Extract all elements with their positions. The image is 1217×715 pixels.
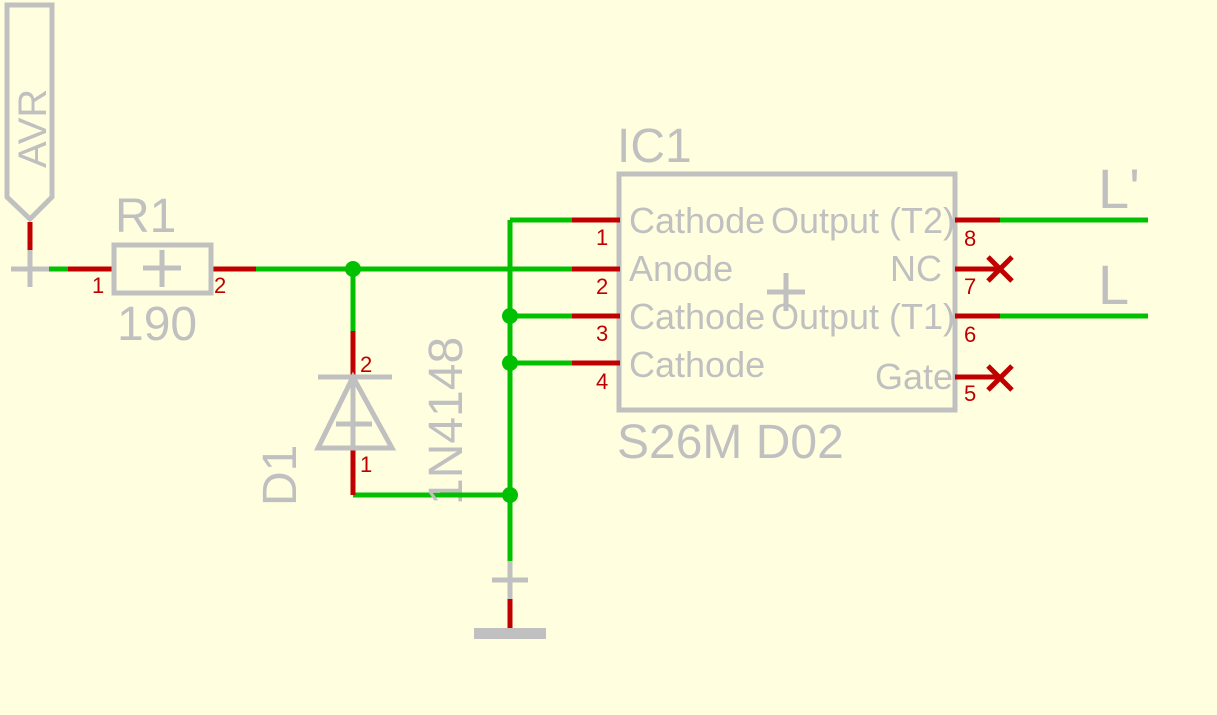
junctions xyxy=(345,261,518,503)
pin-number: 1 xyxy=(360,452,372,477)
ic-value: S26M D02 xyxy=(617,416,844,469)
resistor-value: 190 xyxy=(117,298,197,351)
net-label-l-prime: L' xyxy=(1098,157,1140,220)
pin-name: Output (T1) xyxy=(771,296,955,337)
ic-name: IC1 xyxy=(617,120,692,173)
junction-dot xyxy=(502,355,518,371)
pin-number: 1 xyxy=(92,273,104,298)
diode-name: D1 xyxy=(254,445,307,506)
pin-number: 2 xyxy=(596,274,608,299)
pin-number: 3 xyxy=(596,321,608,346)
diode-value: 1N4148 xyxy=(420,337,473,505)
pin-number: 7 xyxy=(964,274,976,299)
pin-number: 2 xyxy=(214,273,226,298)
junction-dot xyxy=(345,261,361,277)
pin-name: Anode xyxy=(629,248,733,289)
pin-name: Cathode xyxy=(629,344,765,385)
pin-name: Cathode xyxy=(629,200,765,241)
net-label-l: L xyxy=(1098,253,1129,316)
pin-number: 6 xyxy=(964,322,976,347)
pin-number: 4 xyxy=(596,369,608,394)
pin-number: 2 xyxy=(360,352,372,377)
pin-number: 8 xyxy=(964,226,976,251)
resistor-r1[interactable]: R1 190 1 2 xyxy=(68,190,256,351)
pin-number: 5 xyxy=(964,381,976,406)
ic-ic1[interactable]: IC1 S26M D02 1 2 3 4 Cathode Anode Catho… xyxy=(572,120,1000,469)
pin-name: NC xyxy=(890,248,942,289)
resistor-name: R1 xyxy=(115,190,176,243)
pin-name: Gate xyxy=(875,356,953,397)
no-connect-icon xyxy=(986,255,1014,283)
diode-d1[interactable]: 2 1 D1 1N4148 xyxy=(254,331,473,506)
no-connect-icon xyxy=(986,364,1014,392)
avr-supply-symbol[interactable]: AVR xyxy=(4,2,55,287)
pin-number: 1 xyxy=(596,225,608,250)
pin-name: Output (T2) xyxy=(771,200,955,241)
pin-name: Cathode xyxy=(629,296,765,337)
net-wires[interactable] xyxy=(49,217,1148,561)
junction-dot xyxy=(502,308,518,324)
supply-label: AVR xyxy=(11,89,55,168)
ground-symbol[interactable] xyxy=(474,561,546,639)
